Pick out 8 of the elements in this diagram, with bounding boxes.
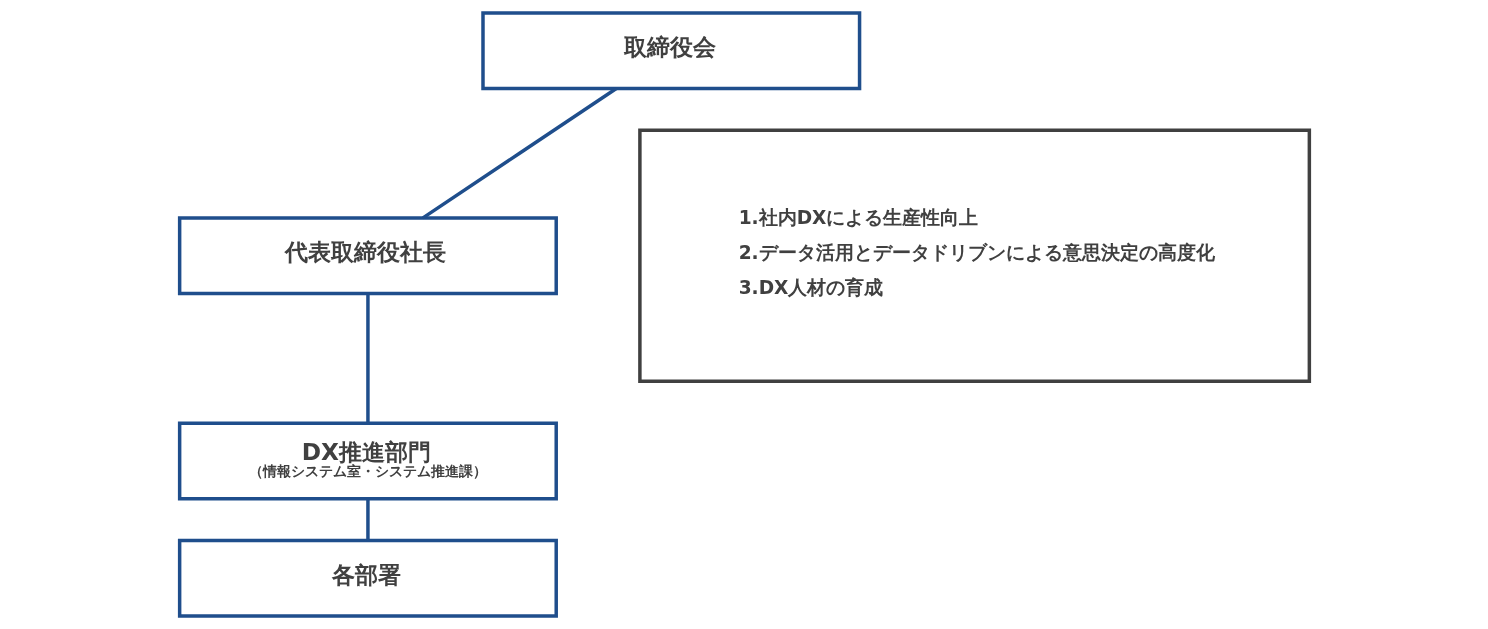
connector [365, 293, 370, 423]
node-box: 各部署 [177, 538, 558, 618]
node-box: 取締役会 [480, 11, 861, 91]
connector [421, 87, 617, 220]
connector [365, 498, 370, 541]
node-box: 1.社内DXによる生産性向上 2.データ活用とデータドリブンによる意思決定の高度化 3.DX人材の育成 [637, 128, 1311, 384]
node-box: DX推進部門 （情報システム室・システム推進課） [177, 421, 558, 501]
node-box: 代表取締役社長 [177, 216, 558, 296]
